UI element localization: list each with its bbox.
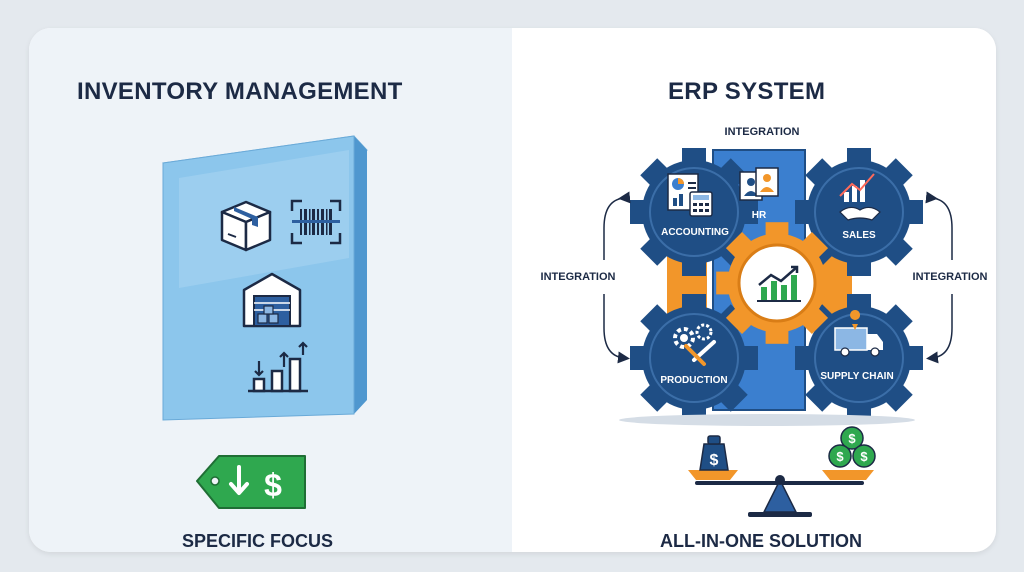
inventory-box-illustration: $ xyxy=(162,135,369,509)
hr-icon xyxy=(739,167,779,201)
svg-text:$: $ xyxy=(264,467,282,503)
comparison-card: INVENTORY MANAGEMENT xyxy=(29,28,996,552)
erp-diagram: ACCOUNTING HR SALES xyxy=(541,126,988,517)
sales-label: SALES xyxy=(842,230,876,241)
inventory-panel: INVENTORY MANAGEMENT xyxy=(29,28,512,552)
inventory-caption: SPECIFIC FOCUS xyxy=(182,531,334,551)
erp-title: ERP SYSTEM xyxy=(668,78,826,105)
package-icon xyxy=(220,200,272,252)
sales-icon xyxy=(839,173,881,221)
integration-left-arrow xyxy=(603,198,624,358)
accounting-icon xyxy=(667,173,713,217)
price-tag-down-dollar-icon: $ xyxy=(196,455,306,509)
coins-icon: $ $ $ xyxy=(828,426,876,468)
growth-chart-icon xyxy=(757,265,801,302)
production-label: PRODUCTION xyxy=(660,375,727,386)
barcode-icon xyxy=(290,199,342,245)
stock-level-chart-icon xyxy=(248,341,308,393)
inventory-title: INVENTORY MANAGEMENT xyxy=(77,78,403,105)
erp-caption: ALL-IN-ONE SOLUTION xyxy=(660,531,862,551)
hr-label: HR xyxy=(752,210,767,221)
integration-right-label: INTEGRATION xyxy=(913,271,988,283)
money-bag-icon: $ xyxy=(699,435,729,471)
erp-panel: ERP SYSTEM xyxy=(512,28,996,552)
balance-scale-icon xyxy=(688,470,874,517)
software-box-icon xyxy=(162,135,369,421)
svg-text:$: $ xyxy=(710,452,719,469)
integration-left-label: INTEGRATION xyxy=(541,271,616,283)
svg-text:$: $ xyxy=(860,449,868,464)
integration-right-arrow xyxy=(932,198,953,358)
integration-top-label: INTEGRATION xyxy=(725,126,800,138)
accounting-label: ACCOUNTING xyxy=(661,227,729,238)
production-icon xyxy=(673,323,716,366)
svg-text:$: $ xyxy=(848,431,856,446)
supply-chain-icon xyxy=(834,310,883,357)
supply-chain-label: SUPPLY CHAIN xyxy=(820,371,893,382)
warehouse-icon xyxy=(242,272,302,328)
svg-text:$: $ xyxy=(836,449,844,464)
